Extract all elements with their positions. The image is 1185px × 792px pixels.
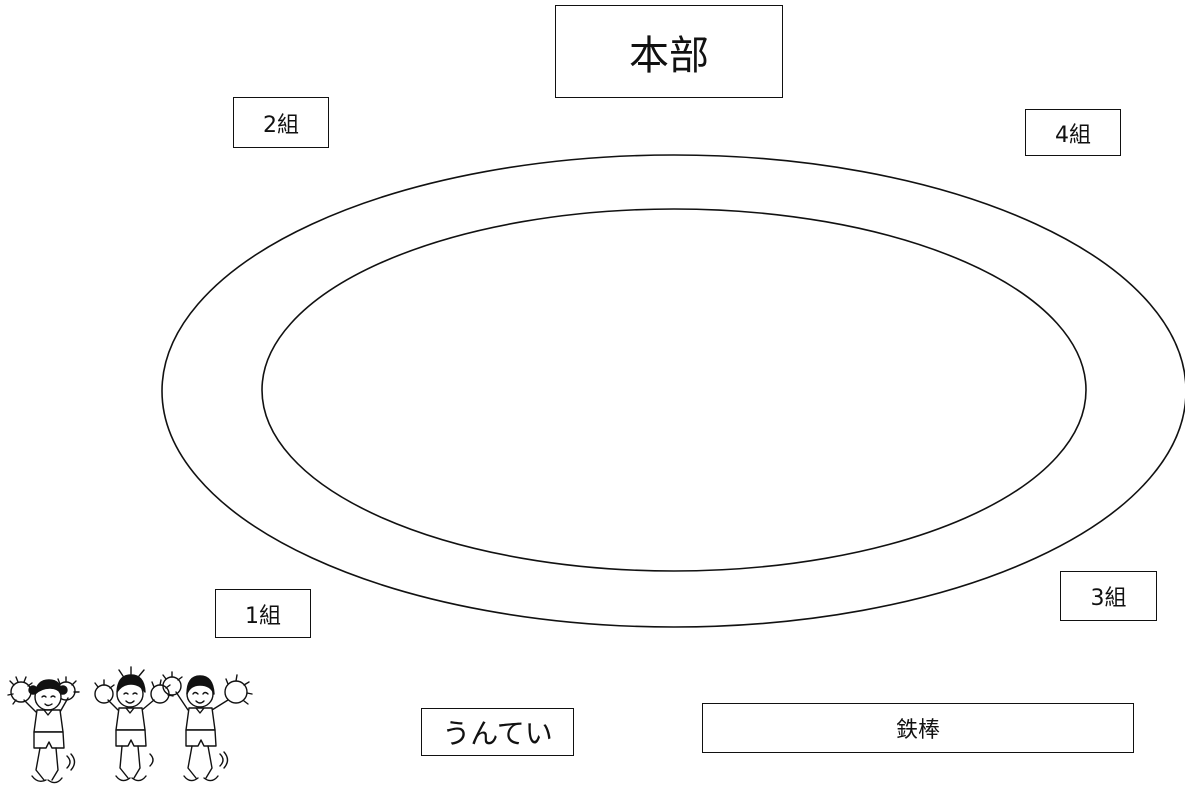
class-4-box: 4組 — [1025, 109, 1121, 156]
class-2-label: 2組 — [263, 112, 299, 138]
class-2-box: 2組 — [233, 97, 329, 148]
monkey-bars-label: うんてい — [442, 717, 553, 750]
headquarters-box: 本部 — [555, 5, 783, 98]
child-2-figure — [94, 666, 174, 782]
class-3-label: 3組 — [1090, 586, 1127, 611]
monkey-bars-box: うんてい — [421, 708, 574, 756]
iron-bar-label: 鉄棒 — [895, 718, 940, 743]
child-3-figure — [162, 671, 253, 782]
child-1-figure — [7, 676, 80, 784]
track-outer-edge — [161, 154, 1185, 628]
cheering-children-illustration — [7, 666, 253, 784]
headquarters-label: 本部 — [629, 32, 709, 79]
class-1-label: 1組 — [245, 603, 281, 629]
class-3-box: 3組 — [1060, 571, 1157, 621]
class-4-label: 4組 — [1055, 122, 1091, 148]
iron-bar-box: 鉄棒 — [702, 703, 1134, 753]
class-1-box: 1組 — [215, 589, 311, 638]
track-inner-edge — [261, 208, 1087, 572]
